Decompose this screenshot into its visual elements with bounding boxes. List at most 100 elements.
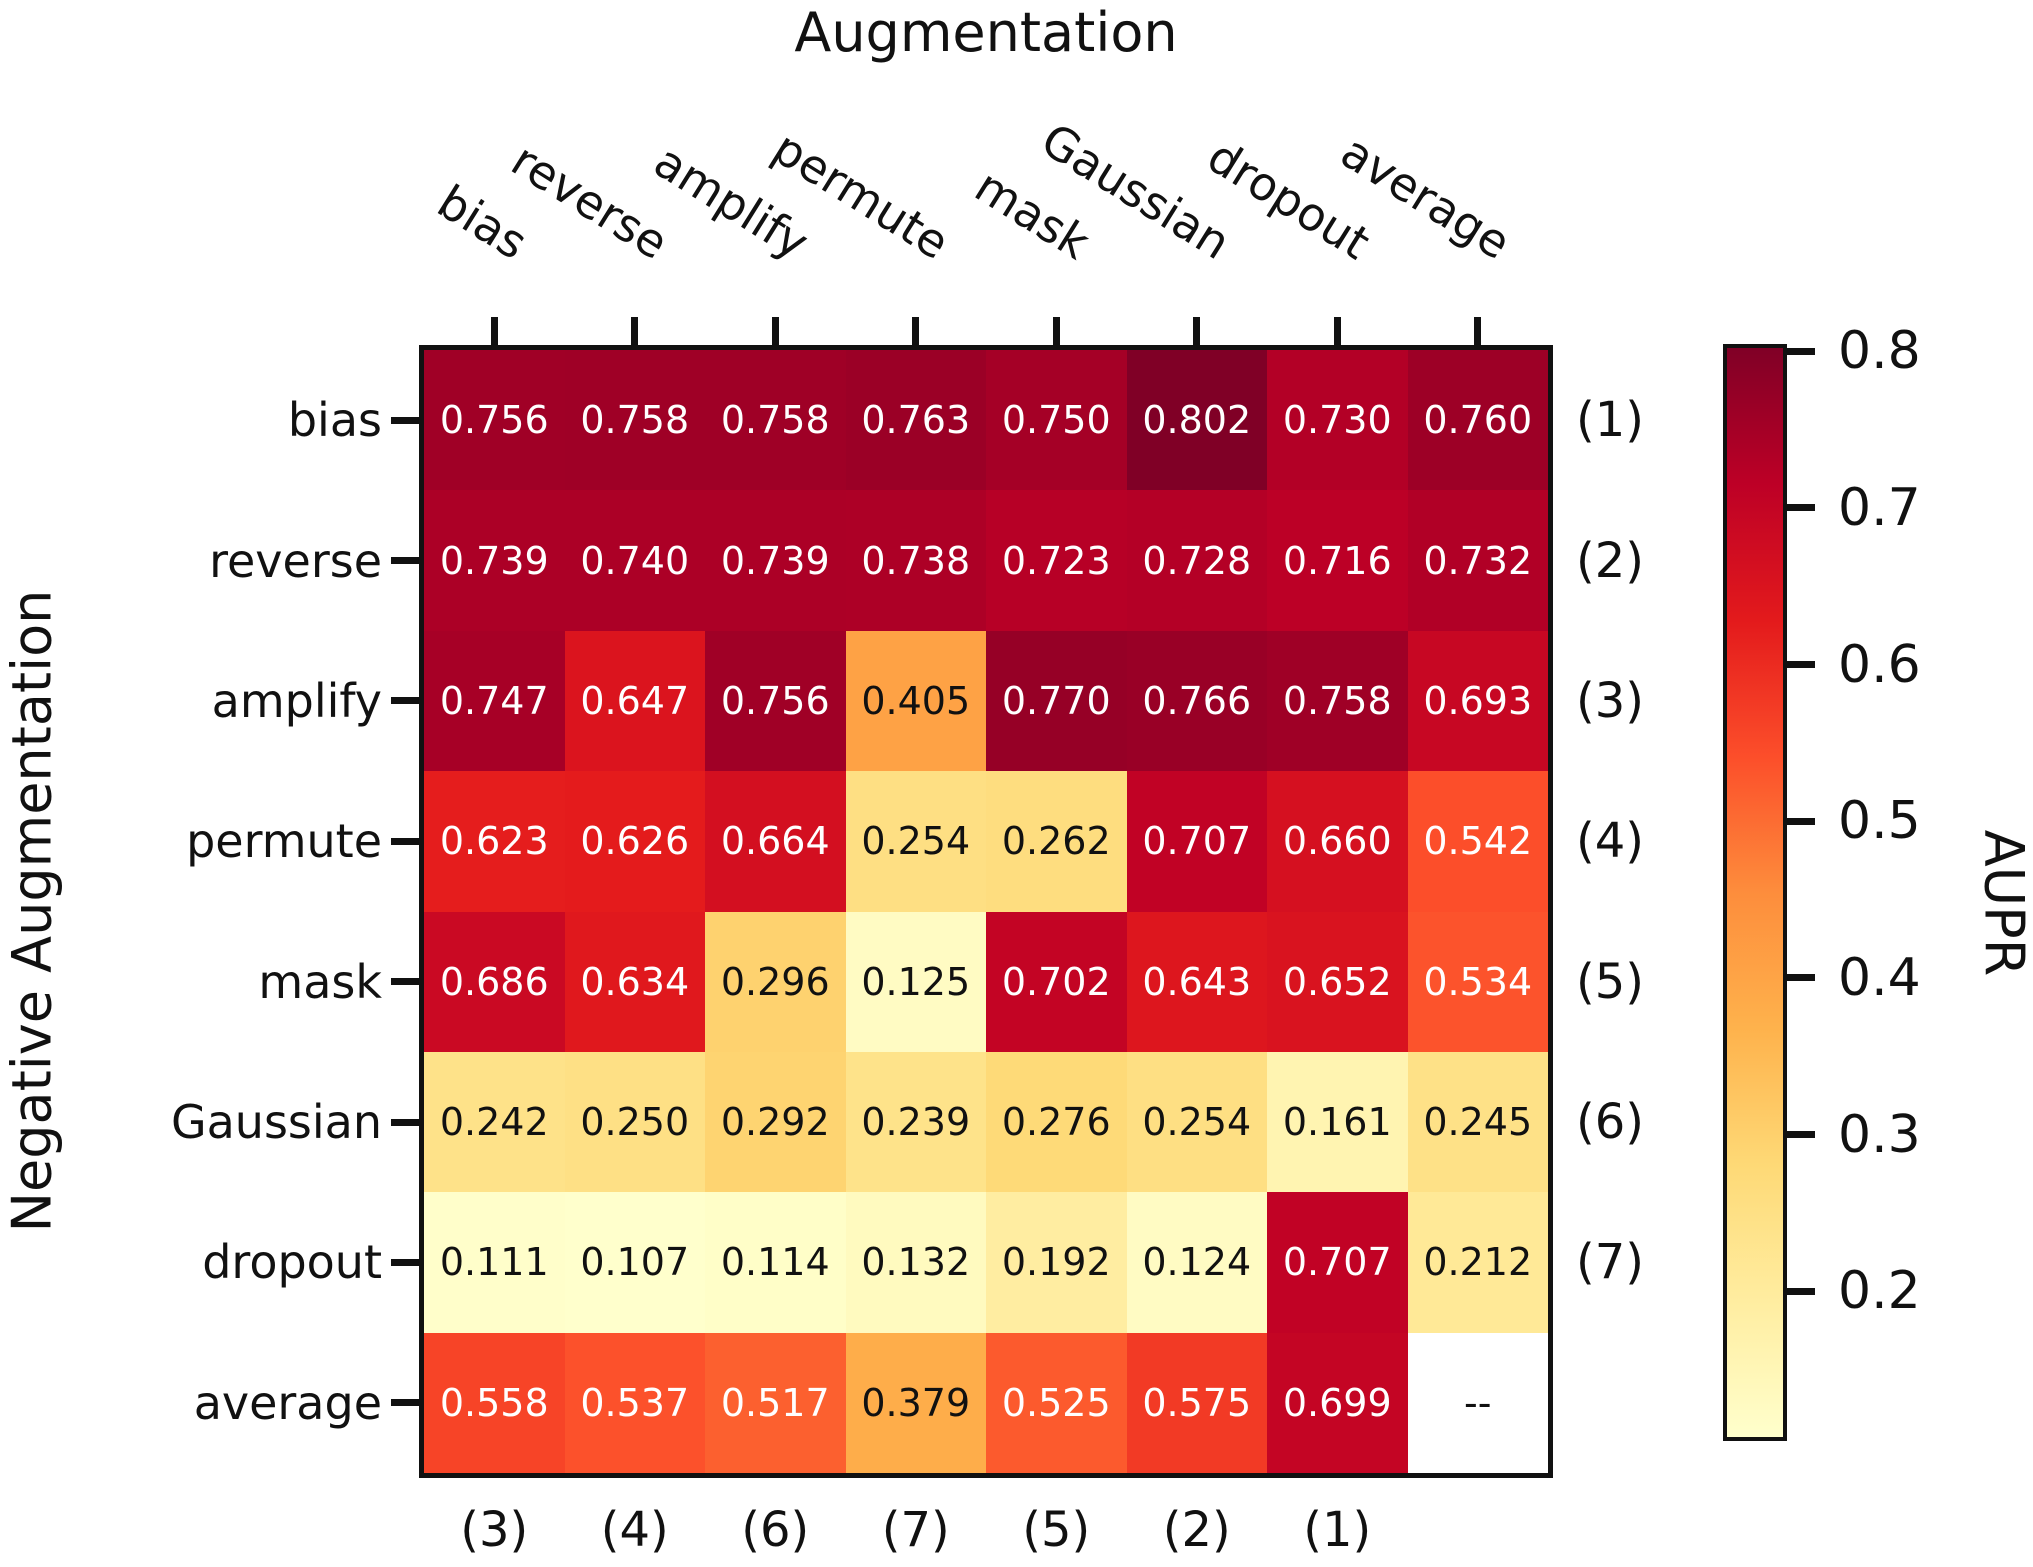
x-axis-tick — [1474, 317, 1482, 350]
y-axis-tick — [391, 697, 424, 705]
colorbar-tick — [1785, 817, 1815, 825]
row-rank-label: (1) — [1576, 392, 1644, 449]
heatmap-cell: 0.652 — [1267, 911, 1408, 1052]
colorbar-tick-label: 0.5 — [1838, 791, 1921, 852]
colorbar-tick — [1785, 1287, 1815, 1295]
heatmap-cell: 0.132 — [845, 1192, 986, 1333]
x-axis-tick — [1193, 317, 1201, 350]
heatmap-cell: 0.760 — [1407, 350, 1548, 491]
row-label: bias — [287, 393, 382, 448]
heatmap-cell: 0.575 — [1126, 1332, 1267, 1473]
row-label: average — [193, 1375, 382, 1430]
heatmap-cell: 0.738 — [845, 490, 986, 631]
heatmap-cell: 0.766 — [1126, 630, 1267, 772]
heatmap-cell: 0.542 — [1407, 771, 1548, 912]
heatmap-cell: 0.740 — [564, 490, 705, 631]
heatmap-cell: 0.643 — [1126, 911, 1267, 1052]
column-rank-label: (7) — [881, 1502, 950, 1558]
heatmap-cell: 0.699 — [1267, 1332, 1408, 1473]
heatmap-cell: 0.192 — [986, 1192, 1127, 1333]
row-label: amplify — [211, 673, 382, 728]
heatmap-cell: 0.254 — [1126, 1051, 1267, 1193]
heatmap-cell: 0.758 — [564, 350, 705, 491]
x-axis-tick — [1333, 317, 1341, 350]
heatmap-cell: 0.517 — [705, 1332, 846, 1473]
row-rank-label: (7) — [1576, 1234, 1644, 1291]
heatmap-cell: 0.758 — [705, 350, 846, 491]
heatmap-cell: 0.525 — [986, 1332, 1127, 1473]
heatmap-cell: 0.626 — [564, 771, 705, 912]
heatmap-cell: 0.623 — [424, 771, 565, 912]
heatmap-cell: 0.750 — [986, 350, 1127, 491]
column-label: reverse — [502, 132, 678, 270]
colorbar-axis-label: AUPR — [1972, 829, 2033, 977]
heatmap-cell: 0.660 — [1267, 771, 1408, 912]
column-rank-label: (4) — [600, 1502, 669, 1558]
heatmap-cell: 0.747 — [424, 630, 565, 772]
heatmap-cell: 0.250 — [564, 1051, 705, 1193]
heatmap-cell: 0.763 — [845, 350, 986, 491]
heatmap-cell: 0.702 — [986, 911, 1127, 1052]
heatmap-cell: 0.111 — [424, 1192, 565, 1333]
y-axis-tick — [391, 1258, 424, 1266]
colorbar-tick — [1785, 347, 1815, 355]
row-rank-label: (5) — [1576, 953, 1644, 1010]
colorbar-tick-label: 0.4 — [1838, 947, 1921, 1008]
x-axis-tick — [490, 317, 498, 350]
column-rank-label: (1) — [1303, 1502, 1372, 1558]
heatmap-cell: 0.693 — [1407, 630, 1548, 772]
heatmap-cell: 0.730 — [1267, 350, 1408, 491]
heatmap-cell: 0.379 — [845, 1332, 986, 1473]
x-axis-tick — [912, 317, 920, 350]
heatmap-cell: -- — [1407, 1332, 1548, 1473]
heatmap-cell: 0.707 — [1267, 1192, 1408, 1333]
colorbar-tick-label: 0.2 — [1838, 1261, 1921, 1322]
colorbar-tick — [1785, 504, 1815, 512]
row-rank-label: (2) — [1576, 532, 1644, 589]
row-rank-label: (3) — [1576, 672, 1644, 729]
row-label: permute — [186, 814, 382, 869]
row-label: mask — [258, 954, 382, 1009]
heatmap-cell: 0.664 — [705, 771, 846, 912]
column-rank-label: (3) — [460, 1502, 529, 1558]
column-rank-label: (6) — [741, 1502, 810, 1558]
row-rank-label: (4) — [1576, 813, 1644, 870]
heatmap-cell: 0.739 — [705, 490, 846, 631]
heatmap-cell: 0.756 — [705, 630, 846, 772]
colorbar-tick-label: 0.8 — [1838, 321, 1921, 382]
row-label: Gaussian — [170, 1095, 382, 1150]
x-axis-tick — [1052, 317, 1060, 350]
x-axis-tick — [631, 317, 639, 350]
heatmap-cell: 0.770 — [986, 630, 1127, 772]
y-axis-tick — [391, 416, 424, 424]
heatmap-cell: 0.292 — [705, 1051, 846, 1193]
y-axis-tick — [391, 837, 424, 845]
heatmap-cell: 0.254 — [845, 771, 986, 912]
heatmap-cell: 0.758 — [1267, 630, 1408, 772]
column-rank-label: (5) — [1022, 1502, 1091, 1558]
heatmap-cell: 0.114 — [705, 1192, 846, 1333]
colorbar-tick — [1785, 974, 1815, 982]
heatmap-cell: 0.558 — [424, 1332, 565, 1473]
heatmap-cell: 0.728 — [1126, 490, 1267, 631]
heatmap-cell: 0.212 — [1407, 1192, 1548, 1333]
heatmap-cell: 0.537 — [564, 1332, 705, 1473]
heatmap-cell: 0.634 — [564, 911, 705, 1052]
row-label: reverse — [209, 533, 382, 588]
heatmap-cell: 0.732 — [1407, 490, 1548, 631]
colorbar — [1727, 348, 1783, 1437]
heatmap-cell: 0.802 — [1126, 350, 1267, 491]
heatmap-cell: 0.125 — [845, 911, 986, 1052]
heatmap-cell: 0.716 — [1267, 490, 1408, 631]
heatmap-cell: 0.161 — [1267, 1051, 1408, 1193]
heatmap-cell: 0.534 — [1407, 911, 1548, 1052]
colorbar-tick-label: 0.3 — [1838, 1104, 1921, 1165]
row-rank-label: (6) — [1576, 1094, 1644, 1151]
heatmap-cell: 0.239 — [845, 1051, 986, 1193]
colorbar-tick-label: 0.6 — [1838, 634, 1921, 695]
colorbar-tick — [1785, 1131, 1815, 1139]
heatmap-cell: 0.723 — [986, 490, 1127, 631]
heatmap-cell: 0.124 — [1126, 1192, 1267, 1333]
